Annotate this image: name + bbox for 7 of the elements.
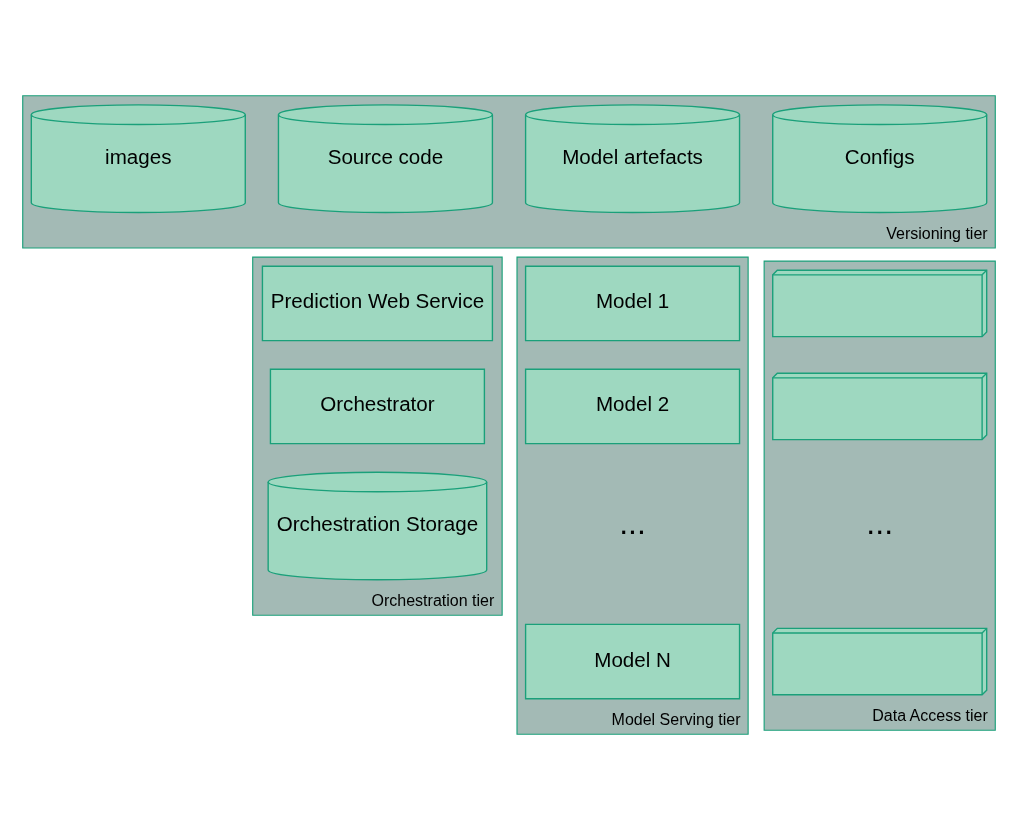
node-box: Model 1 <box>524 265 740 341</box>
node-box: Model N <box>524 623 740 699</box>
label: ... <box>865 504 893 541</box>
node-box: Prediction Web Service <box>261 265 493 341</box>
label: ... <box>618 504 646 541</box>
node-box: Model 2 <box>524 368 740 444</box>
node-box: Orchestrator <box>269 368 485 444</box>
